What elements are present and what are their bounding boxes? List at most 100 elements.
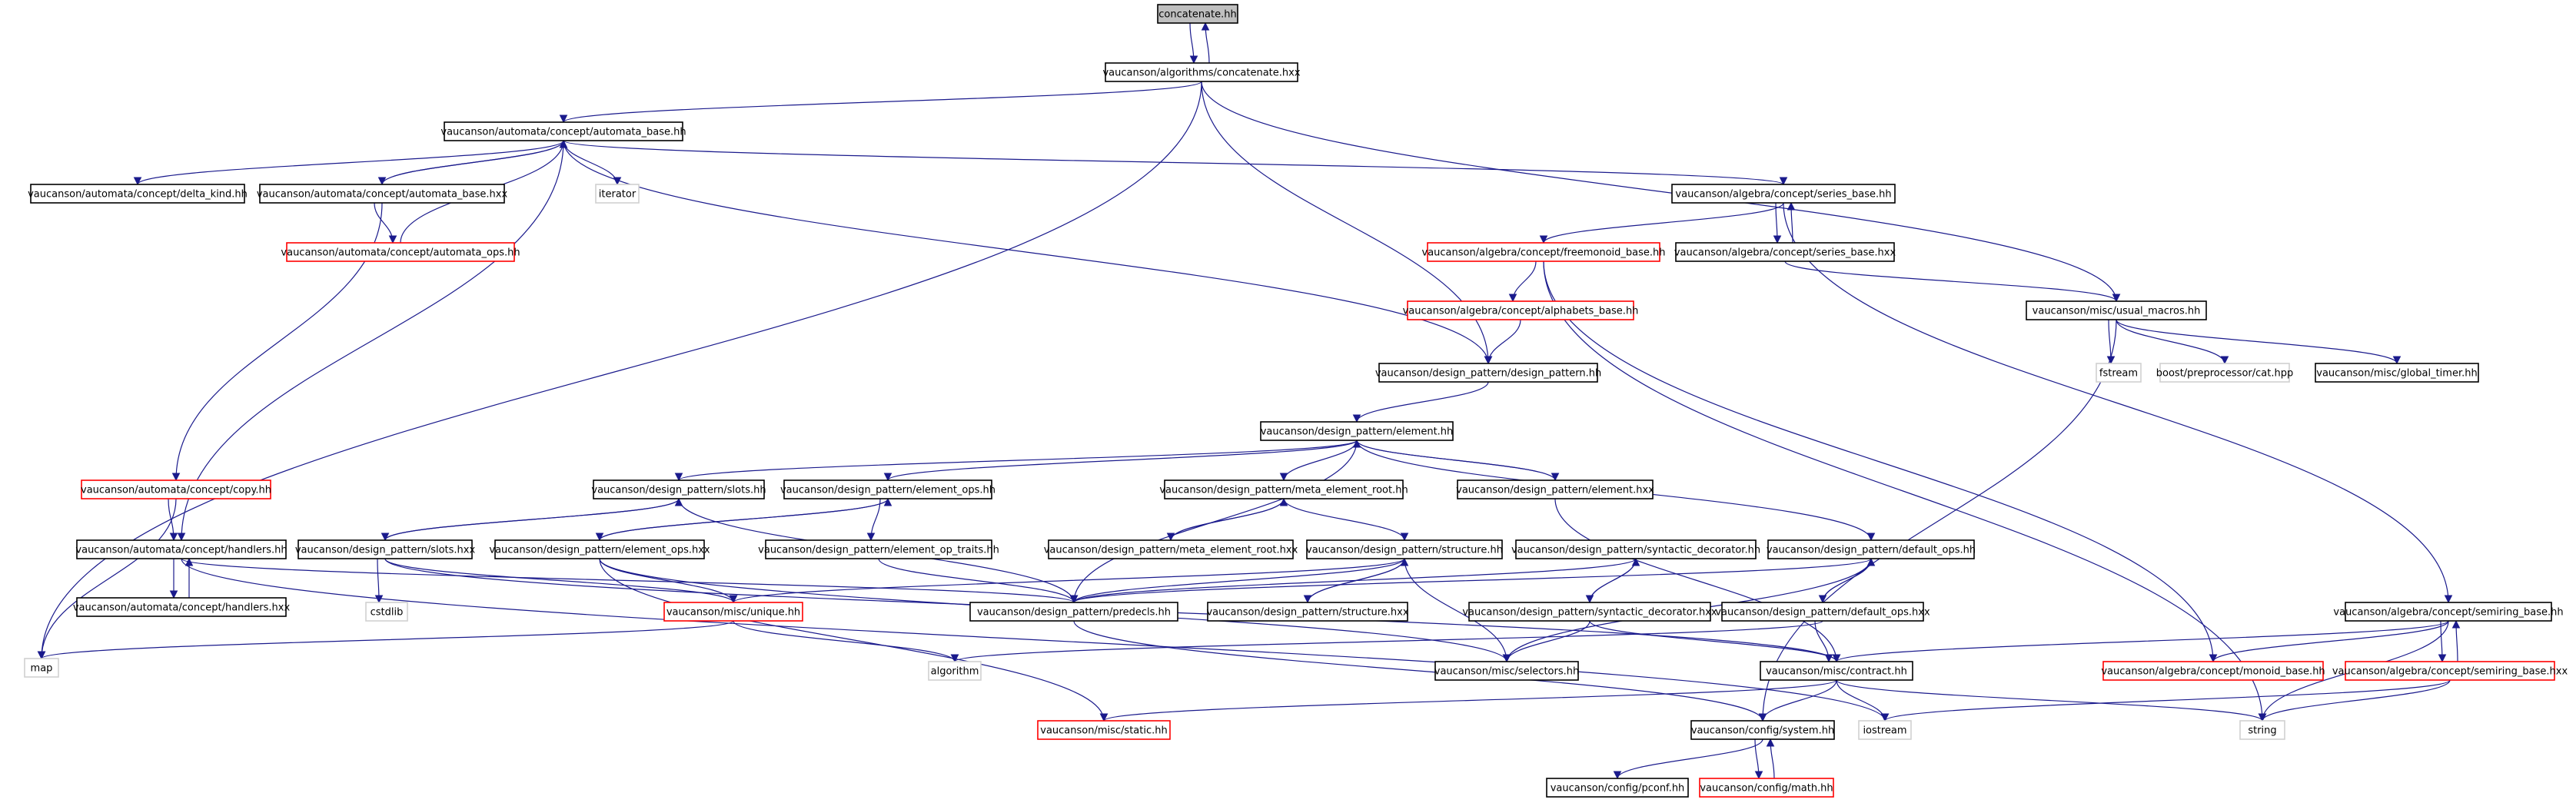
node-vaucanson-automata-concept-copy-hh[interactable]: vaucanson/automata/concept/copy.hh <box>81 479 271 499</box>
node-concatenate-hh[interactable]: concatenate.hh <box>1157 4 1238 24</box>
node-box <box>1690 720 1835 740</box>
edge-path <box>1201 81 2121 303</box>
node-vaucanson-design-pattern-default-ops-hxx[interactable]: vaucanson/design_pattern/default_ops.hxx <box>1715 602 1930 622</box>
node-vaucanson-design-pattern-predecls-hh[interactable]: vaucanson/design_pattern/predecls.hh <box>969 602 1178 622</box>
node-vaucanson-algebra-concept-series-base-hxx[interactable]: vaucanson/algebra/concept/series_base.hx… <box>1674 242 1896 262</box>
node-string[interactable]: string <box>2239 720 2285 740</box>
edge-n20-to-n23 <box>1279 440 1358 482</box>
node-label: vaucanson/design_pattern/slots.hxx <box>295 545 476 556</box>
edge-path <box>878 558 1079 604</box>
node-vaucanson-design-pattern-structure-hxx[interactable]: vaucanson/design_pattern/structure.hxx <box>1206 602 1409 622</box>
node-box <box>1434 661 1579 681</box>
edge-path <box>374 202 397 244</box>
edge-path <box>1784 260 2121 303</box>
node-vaucanson-misc-static-hh[interactable]: vaucanson/misc/static.hh <box>1037 720 1171 740</box>
node-vaucanson-automata-concept-delta-kind-hh[interactable]: vaucanson/automata/concept/delta_kind.hh <box>28 184 248 204</box>
node-vaucanson-design-pattern-element-hxx[interactable]: vaucanson/design_pattern/element.hxx <box>1456 479 1654 499</box>
node-vaucanson-design-pattern-meta-element-root-hxx[interactable]: vaucanson/design_pattern/meta_element_ro… <box>1044 539 1298 559</box>
node-box <box>1546 778 1689 798</box>
node-iterator[interactable]: iterator <box>595 184 640 204</box>
edge-path <box>733 620 959 663</box>
node-vaucanson-design-pattern-syntactic-decorator-hh[interactable]: vaucanson/design_pattern/syntactic_decor… <box>1511 539 1760 559</box>
node-vaucanson-misc-global-timer-hh[interactable]: vaucanson/misc/global_timer.hh <box>2315 363 2479 383</box>
node-label: vaucanson/misc/usual_macros.hh <box>2033 306 2201 317</box>
node-vaucanson-algebra-concept-semiring-base-hh[interactable]: vaucanson/algebra/concept/semiring_base.… <box>2333 602 2564 622</box>
node-vaucanson-automata-concept-automata-ops-hh[interactable]: vaucanson/automata/concept/automata_ops.… <box>281 242 520 262</box>
node-vaucanson-automata-concept-automata-base-hh[interactable]: vaucanson/automata/concept/automata_base… <box>440 121 686 141</box>
node-vaucanson-design-pattern-slots-hxx[interactable]: vaucanson/design_pattern/slots.hxx <box>295 539 476 559</box>
node-label: vaucanson/design_pattern/syntactic_decor… <box>1462 607 1717 619</box>
node-label: vaucanson/algebra/concept/freemonoid_bas… <box>1422 247 1666 259</box>
node-box <box>2239 720 2285 740</box>
node-vaucanson-config-pconf-hh[interactable]: vaucanson/config/pconf.hh <box>1546 778 1689 798</box>
node-vaucanson-design-pattern-element-hh[interactable]: vaucanson/design_pattern/element.hh <box>1260 421 1454 441</box>
node-vaucanson-algebra-concept-freemonoid-base-hh[interactable]: vaucanson/algebra/concept/freemonoid_bas… <box>1422 242 1666 262</box>
node-vaucanson-automata-concept-automata-base-hxx[interactable]: vaucanson/automata/concept/automata_base… <box>257 184 508 204</box>
node-label: cstdlib <box>371 607 404 619</box>
node-box <box>76 597 287 617</box>
node-vaucanson-algebra-concept-alphabets-base-hh[interactable]: vaucanson/algebra/concept/alphabets_base… <box>1403 300 1639 320</box>
node-label: vaucanson/automata/concept/automata_base… <box>257 189 508 201</box>
node-box <box>783 479 992 499</box>
node-vaucanson-automata-concept-handlers-hh[interactable]: vaucanson/automata/concept/handlers.hh <box>75 539 288 559</box>
node-vaucanson-algebra-concept-series-base-hh[interactable]: vaucanson/algebra/concept/series_base.hh <box>1671 184 1896 204</box>
node-algorithm[interactable]: algorithm <box>928 661 982 681</box>
node-label: vaucanson/design_pattern/element_op_trai… <box>758 545 999 556</box>
node-cstdlib[interactable]: cstdlib <box>365 602 408 622</box>
edge-path <box>1787 201 1796 244</box>
node-fstream[interactable]: fstream <box>2096 363 2142 383</box>
edge-path <box>133 140 564 186</box>
node-boost-preprocessor-cat-hpp[interactable]: boost/preprocessor/cat.hpp <box>2156 363 2293 383</box>
node-vaucanson-config-math-hh[interactable]: vaucanson/config/math.hh <box>1699 778 1834 798</box>
node-vaucanson-algebra-concept-semiring-base-hxx[interactable]: vaucanson/algebra/concept/semiring_base.… <box>2332 661 2568 681</box>
node-label: vaucanson/automata/concept/automata_ops.… <box>281 247 520 259</box>
node-vaucanson-design-pattern-slots-hh[interactable]: vaucanson/design_pattern/slots.hh <box>591 479 766 499</box>
node-vaucanson-misc-unique-hh[interactable]: vaucanson/misc/unique.hh <box>663 602 803 622</box>
node-vaucanson-config-system-hh[interactable]: vaucanson/config/system.hh <box>1690 720 1835 740</box>
edge-n42-to-n44 <box>1613 738 1763 780</box>
node-box <box>1457 479 1654 499</box>
node-vaucanson-design-pattern-structure-hh[interactable]: vaucanson/design_pattern/structure.hh <box>1306 539 1503 559</box>
node-box <box>24 658 59 678</box>
node-vaucanson-design-pattern-element-op-traits-hh[interactable]: vaucanson/design_pattern/element_op_trai… <box>758 539 999 559</box>
edge-n4-to-n6 <box>374 202 397 244</box>
edge-n37-to-n38 <box>951 620 1823 663</box>
edge-n26-to-n41 <box>599 558 1109 722</box>
edge-path <box>1069 440 1358 604</box>
node-vaucanson-misc-contract-hh[interactable]: vaucanson/misc/contract.hh <box>1760 661 1913 681</box>
edge-path <box>381 139 568 185</box>
edge-n46-to-n47 <box>2209 620 2449 663</box>
edge-path <box>1069 558 1637 604</box>
node-box <box>595 184 640 204</box>
node-box <box>2026 300 2207 320</box>
node-vaucanson-algebra-concept-monoid-base-hh[interactable]: vaucanson/algebra/concept/monoid_base.hh <box>2101 661 2325 681</box>
edge-path <box>181 558 1078 604</box>
node-label: vaucanson/algebra/concept/alphabets_base… <box>1403 306 1639 317</box>
node-vaucanson-misc-usual-macros-hh[interactable]: vaucanson/misc/usual_macros.hh <box>2026 300 2207 320</box>
node-vaucanson-algorithms-concatenate-hxx[interactable]: vaucanson/algorithms/concatenate.hxx <box>1102 62 1301 82</box>
edge-path <box>1554 498 1841 663</box>
node-label: vaucanson/design_pattern/default_ops.hh <box>1767 545 1976 556</box>
edge-n40-to-n43 <box>1836 679 1890 722</box>
edge-path <box>177 140 564 542</box>
node-label: vaucanson/misc/selectors.hh <box>1434 666 1579 678</box>
node-box <box>2345 602 2552 622</box>
node-vaucanson-design-pattern-design-pattern-hh[interactable]: vaucanson/design_pattern/design_pattern.… <box>1375 363 1601 383</box>
node-iostream[interactable]: iostream <box>1858 720 1912 740</box>
edge-path <box>1069 558 1872 604</box>
node-vaucanson-misc-selectors-hh[interactable]: vaucanson/misc/selectors.hh <box>1434 661 1579 681</box>
node-vaucanson-design-pattern-element-ops-hxx[interactable]: vaucanson/design_pattern/element_ops.hxx <box>489 539 710 559</box>
node-vaucanson-design-pattern-meta-element-root-hh[interactable]: vaucanson/design_pattern/meta_element_ro… <box>1159 479 1408 499</box>
node-box <box>1037 720 1171 740</box>
edge-n33-to-n38 <box>733 620 959 663</box>
node-vaucanson-design-pattern-element-ops-hh[interactable]: vaucanson/design_pattern/element_ops.hh <box>780 479 995 499</box>
node-box <box>2345 661 2555 681</box>
node-label: boost/preprocessor/cat.hpp <box>2156 368 2293 380</box>
node-vaucanson-design-pattern-syntactic-decorator-hxx[interactable]: vaucanson/design_pattern/syntactic_decor… <box>1462 602 1717 622</box>
node-label: string <box>2248 725 2276 737</box>
edge-n13-to-n15 <box>1784 260 2121 303</box>
node-box <box>81 479 271 499</box>
node-vaucanson-design-pattern-default-ops-hh[interactable]: vaucanson/design_pattern/default_ops.hh <box>1767 539 1976 559</box>
node-vaucanson-automata-concept-handlers-hxx[interactable]: vaucanson/automata/concept/handlers.hxx <box>73 597 291 617</box>
node-map[interactable]: map <box>24 658 59 678</box>
